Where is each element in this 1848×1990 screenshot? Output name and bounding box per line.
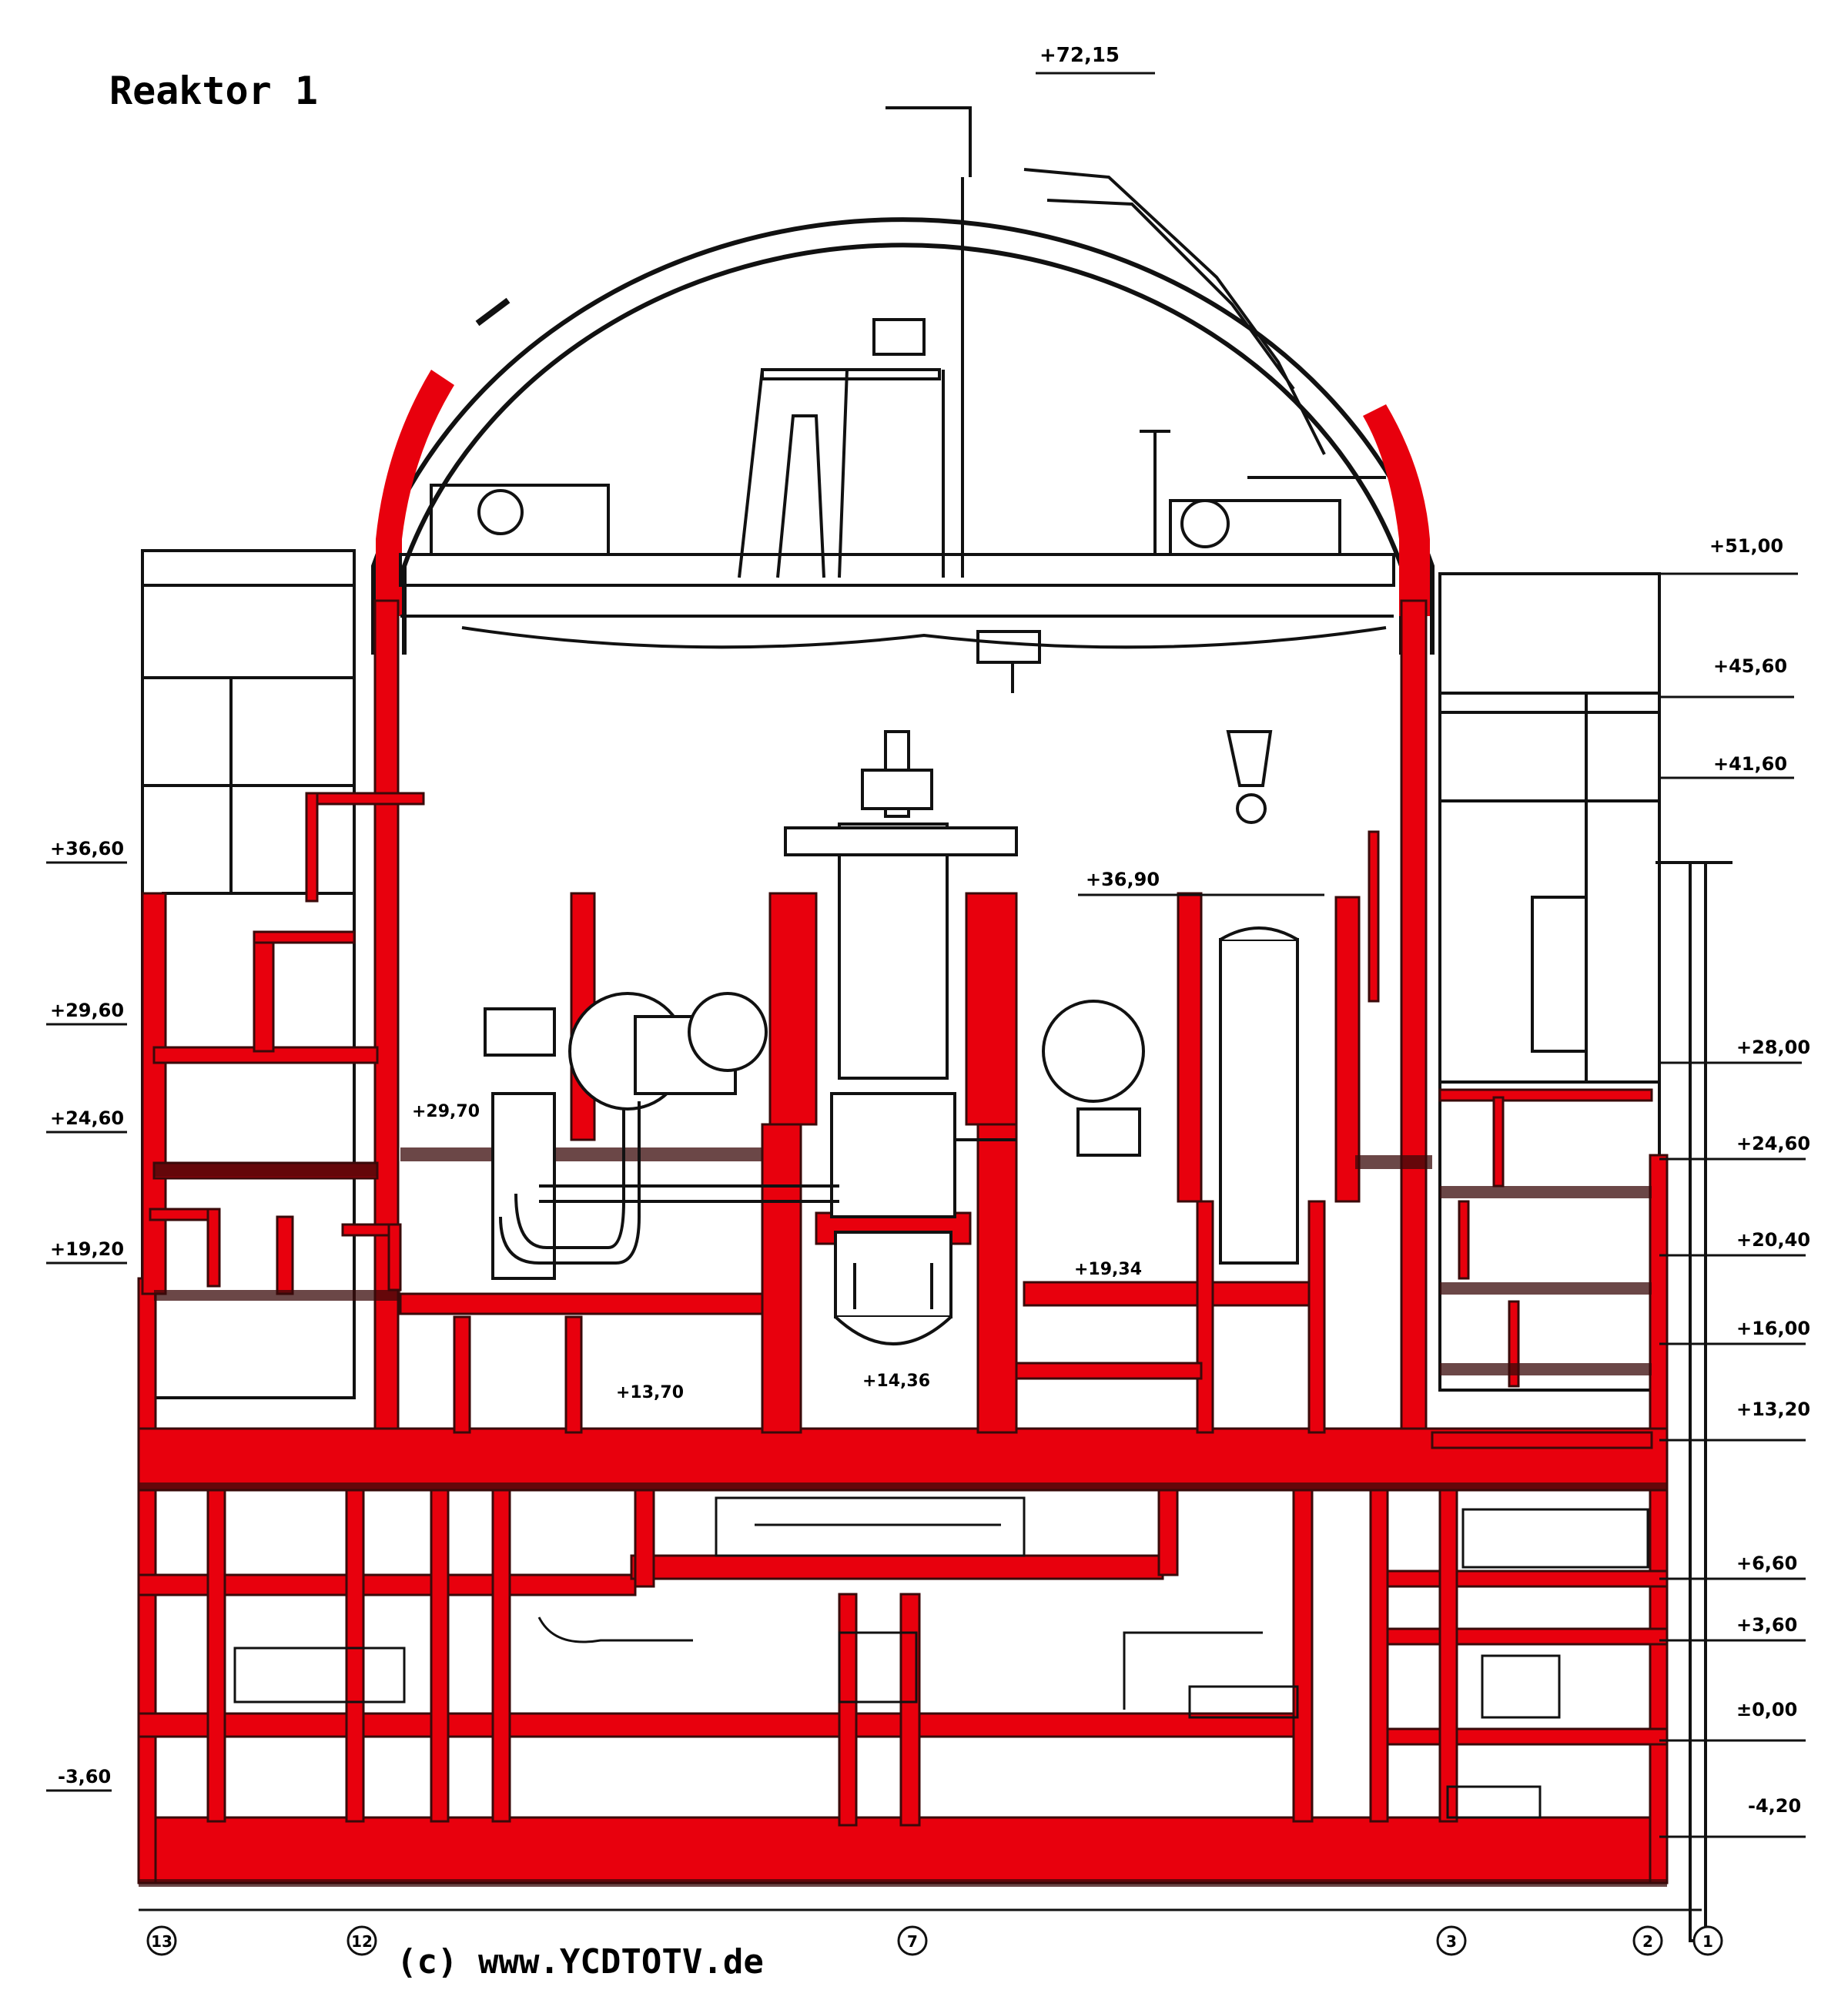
right-annex-frame [1438, 572, 1732, 1942]
elevation-markers-left [46, 861, 127, 1792]
elevation-label-right: +16,00 [1736, 1318, 1810, 1339]
dome-black-mark [475, 297, 511, 327]
elevation-label-left: +24,60 [50, 1107, 124, 1129]
lower-equipment [233, 1496, 1649, 1819]
elevation-label-right: +13,20 [1736, 1399, 1810, 1420]
elevation-label-inner: +13,70 [616, 1383, 684, 1402]
copyright-label: (c) www.YCDTOTV.de [397, 1942, 764, 1982]
elevation-label-left: +29,60 [50, 1000, 124, 1021]
elevation-label-right: +45,60 [1713, 655, 1787, 677]
grid-axis-label: 2 [1642, 1932, 1653, 1951]
elevation-label-right: -4,20 [1748, 1795, 1801, 1817]
grid-axis-label: 13 [151, 1932, 172, 1951]
elevation-label-right: +51,00 [1709, 535, 1783, 557]
reactor-pressure-vessel [784, 730, 1018, 1345]
elevation-label-left: -3,60 [58, 1766, 111, 1787]
dome-red-sections [376, 370, 1430, 616]
elevation-label-inner: +14,36 [862, 1372, 930, 1391]
grid-axis-bubbles [146, 1925, 1723, 1956]
elevation-label-left: +19,20 [50, 1238, 124, 1260]
grid-axis-label: 3 [1446, 1932, 1457, 1951]
elevation-label-inner: +29,70 [412, 1102, 480, 1121]
floor-bands [139, 1147, 1667, 1887]
elevation-label-right: ±0,00 [1736, 1699, 1797, 1720]
elevation-markers-right [1656, 572, 1806, 1838]
elevation-label-right: +20,40 [1736, 1229, 1810, 1251]
elevation-label-right: +6,60 [1736, 1553, 1797, 1574]
grid-axis-label: 7 [907, 1932, 918, 1951]
polar-crane [399, 106, 1395, 824]
primary-piping [499, 1101, 1016, 1265]
elevation-label-right: +3,60 [1736, 1614, 1797, 1636]
drawing-title: Reaktor 1 [109, 69, 318, 113]
left-annex-frame [141, 549, 356, 1399]
grid-axis-label: 12 [351, 1932, 373, 1951]
elevation-label-right: +28,00 [1736, 1037, 1810, 1058]
elevation-label-right: +41,60 [1713, 753, 1787, 775]
elevation-label-inner: +19,34 [1074, 1260, 1142, 1279]
elevation-label-inner: +36,90 [1086, 869, 1160, 890]
elevation-label-top: +72,15 [1040, 44, 1120, 67]
containment-dome [371, 217, 1435, 655]
elevation-label-left: +36,60 [50, 838, 124, 859]
grid-axis-label: 1 [1702, 1932, 1713, 1951]
elevation-label-right: +24,60 [1736, 1133, 1810, 1154]
